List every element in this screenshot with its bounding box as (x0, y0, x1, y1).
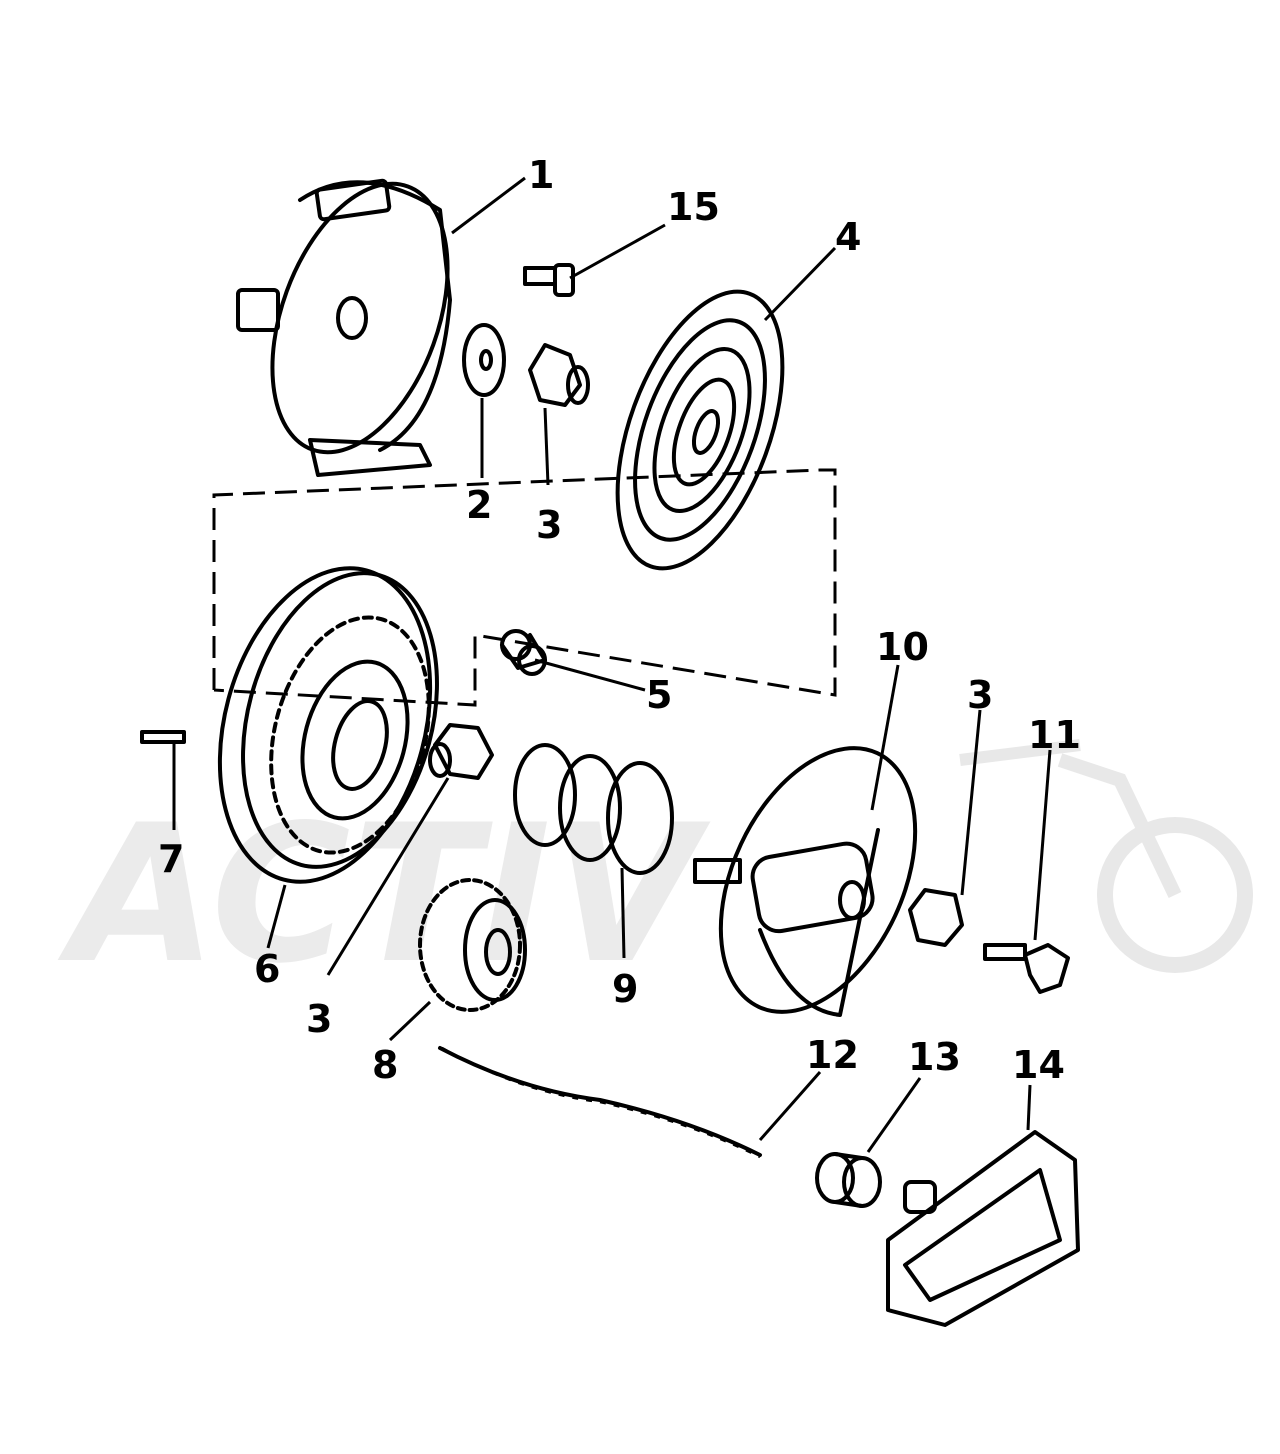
callout-3-middle: 3 (306, 997, 332, 1041)
callout-labels: 1 15 4 2 3 10 3 11 5 7 6 3 9 8 12 13 14 (158, 153, 1081, 1087)
leader-lines (172, 176, 1052, 1153)
part-2-washer (462, 323, 506, 397)
callout-5: 5 (646, 673, 672, 717)
part-15-bolt (523, 263, 575, 297)
part-5-bushing (500, 629, 547, 676)
callout-10: 10 (876, 625, 929, 669)
callout-2: 2 (466, 483, 492, 527)
part-3-nut-right (908, 888, 964, 947)
callout-7: 7 (158, 837, 184, 881)
part-7-pin (140, 730, 186, 744)
part-4-spiral-spring (615, 289, 785, 571)
part-3-nut-top (528, 343, 590, 407)
callout-3-right: 3 (967, 673, 993, 717)
callout-9: 9 (612, 967, 638, 1011)
callout-4: 4 (835, 215, 861, 259)
part-13-rope-bushing (815, 1152, 882, 1208)
callout-8: 8 (372, 1043, 398, 1087)
part-12-starter-rope (438, 1046, 762, 1159)
callout-14: 14 (1012, 1043, 1065, 1087)
watermark-text: ACTIV (57, 784, 711, 1005)
motorcycle-watermark-icon (959, 739, 1253, 973)
part-14-starter-handle (886, 1130, 1080, 1327)
part-10-starter-drum (693, 746, 918, 1017)
callout-12: 12 (806, 1033, 859, 1077)
part-11-bolt (983, 943, 1070, 994)
callout-15: 15 (667, 185, 720, 229)
part-1-housing-cover (236, 178, 452, 477)
watermark: ACTIV (57, 739, 1253, 1005)
callout-11: 11 (1028, 713, 1081, 757)
callout-3-top: 3 (536, 503, 562, 547)
part-8-small-gear (418, 878, 527, 1012)
callout-1: 1 (528, 153, 554, 197)
part-9-coil-spring (513, 743, 674, 875)
callout-6: 6 (254, 947, 280, 991)
callout-13: 13 (908, 1035, 961, 1079)
assembly-guide-lines (212, 468, 837, 707)
part-6-pulley-gear (217, 566, 439, 884)
part-3-nut-middle (428, 723, 494, 780)
